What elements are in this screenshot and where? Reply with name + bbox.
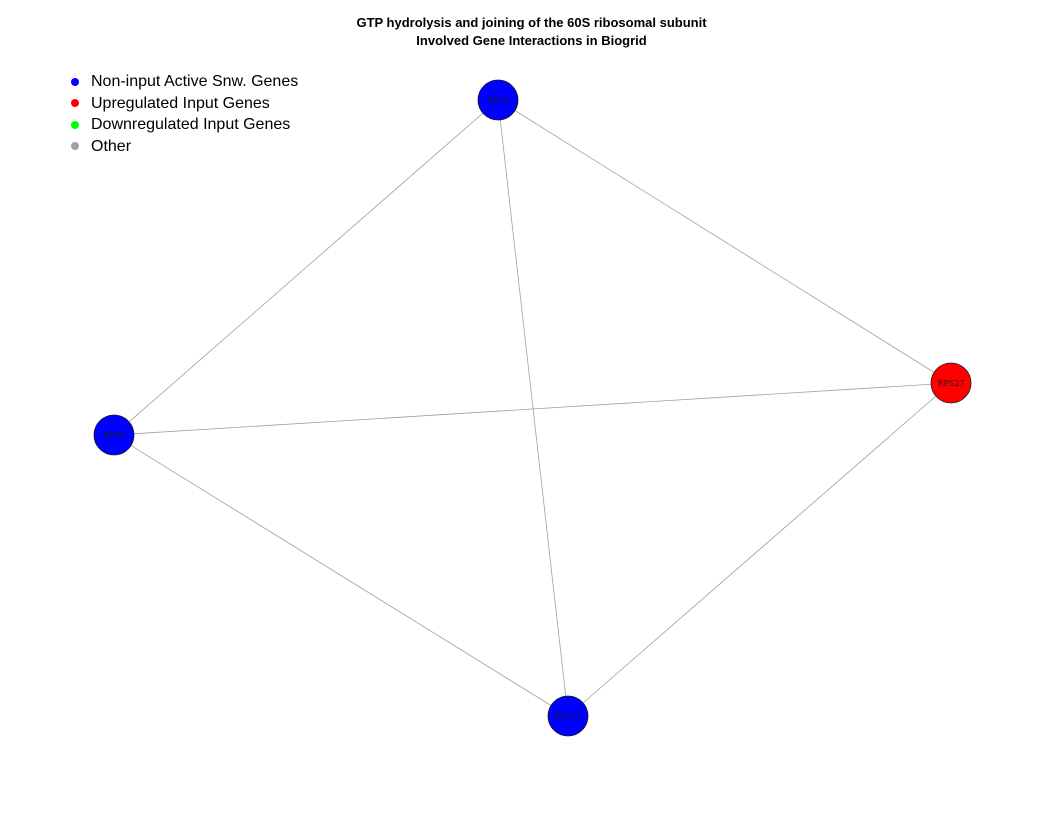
legend-item-non-input: Non-input Active Snw. Genes bbox=[68, 71, 298, 93]
legend-label-downregulated: Downregulated Input Genes bbox=[91, 116, 291, 133]
chart-title: GTP hydrolysis and joining of the 60S ri… bbox=[0, 14, 1039, 50]
legend-label-other: Other bbox=[91, 137, 132, 155]
node-rps27: RPS27 bbox=[930, 362, 972, 404]
edge-rpl4-rps8 bbox=[113, 99, 499, 436]
edge-rps8-rpl11 bbox=[113, 434, 569, 717]
legend-label-upregulated: Upregulated Input Genes bbox=[91, 94, 270, 112]
node-rps8: RPS8 bbox=[93, 414, 135, 456]
edge-layer bbox=[113, 99, 952, 717]
edge-rpl4-rpl11 bbox=[497, 99, 569, 717]
legend-marker-other bbox=[71, 142, 79, 151]
edge-rps8-rps27 bbox=[113, 382, 952, 436]
legend-marker-non-input bbox=[71, 77, 79, 86]
node-circle-rpl4 bbox=[477, 79, 519, 121]
node-label-rpl11: RPL11 bbox=[555, 712, 582, 721]
legend-item-other: Other bbox=[68, 136, 298, 158]
legend-item-downregulated: Downregulated Input Genes bbox=[68, 114, 298, 136]
title-line-2: Involved Gene Interactions in Biogrid bbox=[416, 33, 647, 48]
node-label-rps27: RPS27 bbox=[937, 379, 964, 388]
node-label-rps8: RPS8 bbox=[103, 431, 125, 440]
legend-marker-upregulated bbox=[71, 99, 79, 108]
title-line-1: GTP hydrolysis and joining of the 60S ri… bbox=[356, 15, 707, 30]
node-circle-rps27 bbox=[930, 362, 972, 404]
edge-rpl4-rps27 bbox=[497, 99, 952, 384]
node-circle-rps8 bbox=[93, 414, 135, 456]
node-label-rpl4: RPL4 bbox=[487, 96, 509, 105]
node-circle-rpl11 bbox=[547, 695, 589, 737]
node-rpl4: RPL4 bbox=[477, 79, 519, 121]
legend: Non-input Active Snw. Genes Upregulated … bbox=[68, 71, 298, 157]
legend-label-non-input: Non-input Active Snw. Genes bbox=[91, 73, 299, 90]
node-rpl11: RPL11 bbox=[547, 695, 589, 737]
legend-marker-downregulated bbox=[71, 120, 79, 129]
edge-rps27-rpl11 bbox=[567, 382, 952, 717]
legend-item-upregulated: Upregulated Input Genes bbox=[68, 93, 298, 115]
